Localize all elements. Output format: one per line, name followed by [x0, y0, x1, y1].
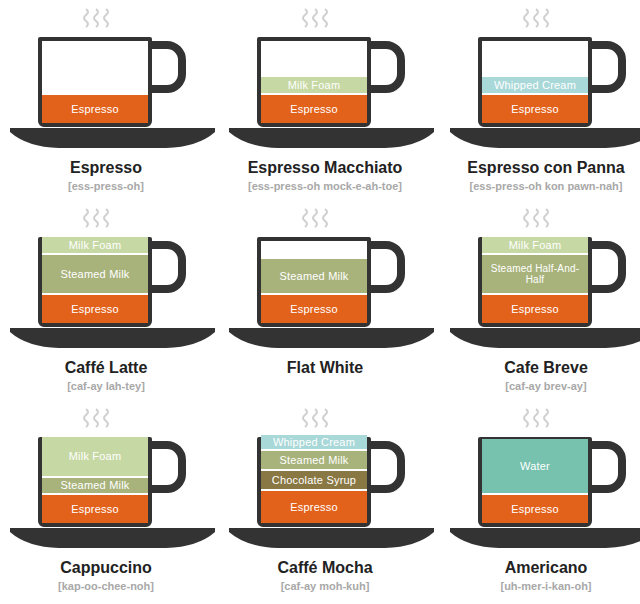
ingredient-label: Chocolate Syrup: [269, 474, 359, 487]
ingredient-label: Espresso: [68, 503, 121, 516]
ingredient-layer: Espresso: [42, 495, 148, 523]
drink-name: Espresso Macchiato: [218, 159, 432, 177]
coffee-cup: Cappuccino[kap-oo-chee-noh]EspressoSteam…: [38, 437, 152, 527]
ingredient-layer: Steamed Milk: [42, 478, 148, 493]
ingredient-layer: Steamed Milk: [42, 255, 148, 293]
ingredient-label: Whipped Cream: [270, 436, 358, 449]
ingredient-label: Espresso: [287, 103, 340, 116]
ingredient-label: Espresso: [508, 103, 561, 116]
ingredient-layer: Milk Foam: [261, 77, 367, 93]
ingredient-label: Milk Foam: [285, 79, 344, 92]
coffee-cup: Americano[uh-mer-i-kan-oh]EspressoWater: [478, 437, 592, 527]
ingredient-label: Milk Foam: [66, 450, 125, 463]
drink-name: Espresso con Panna: [439, 159, 640, 177]
coffee-cup: Espresso[ess-press-oh]Espresso: [38, 37, 152, 127]
pronunciation: [uh-mer-i-kan-oh]: [439, 580, 640, 592]
ingredient-label: Espresso: [287, 501, 340, 514]
ingredient-label: Steamed Milk: [57, 479, 132, 492]
ingredient-layer: Whipped Cream: [482, 77, 588, 93]
pronunciation: [caf-ay moh-kuh]: [218, 580, 432, 592]
coffee-cup: Flat WhiteEspressoSteamed Milk: [257, 237, 371, 327]
pronunciation: [ess-press-oh mock-e-ah-toe]: [218, 180, 432, 192]
ingredient-layer: Milk Foam: [482, 237, 588, 253]
coffee-cup: Caffé Latte[caf-ay lah-tey]EspressoSteam…: [38, 237, 152, 327]
pronunciation: [kap-oo-chee-noh]: [0, 580, 213, 592]
ingredient-layer: Espresso: [261, 95, 367, 123]
ingredient-layer: Espresso: [261, 491, 367, 523]
cup-drawing: [10, 209, 215, 348]
ingredient-layer: Whipped Cream: [261, 435, 367, 449]
ingredient-label: Espresso: [508, 303, 561, 316]
drink-name: Cafe Breve: [439, 359, 640, 377]
ingredient-label: Water: [517, 460, 553, 473]
drink-name: Caffé Mocha: [218, 559, 432, 577]
pronunciation: [ess-press-oh kon pawn-nah]: [439, 180, 640, 192]
ingredient-label: Steamed Milk: [57, 268, 132, 281]
ingredient-label: Espresso: [68, 103, 121, 116]
ingredient-label: Espresso: [68, 303, 121, 316]
pronunciation: [caf-ay lah-tey]: [0, 380, 213, 392]
ingredient-layer: Espresso: [482, 495, 588, 523]
ingredient-label: Milk Foam: [506, 239, 565, 252]
ingredient-label: Milk Foam: [66, 239, 125, 252]
coffee-cup: Cafe Breve[caf-ay brev-ay]EspressoSteame…: [478, 237, 592, 327]
ingredient-layer: Chocolate Syrup: [261, 471, 367, 489]
cup-drawing: [229, 9, 434, 148]
drink-name: Americano: [439, 559, 640, 577]
ingredient-label: Steamed Milk: [276, 270, 351, 283]
cup-drawing: [229, 409, 434, 548]
cup-drawing: [10, 409, 215, 548]
ingredient-layer: Steamed Half-And-Half: [482, 255, 588, 293]
cup-drawing: [229, 209, 434, 348]
ingredient-label: Steamed Half-And-Half: [482, 263, 588, 286]
ingredient-layer: Espresso: [261, 295, 367, 323]
cup-drawing: [10, 9, 215, 148]
coffee-cup: Caffé Mocha[caf-ay moh-kuh]EspressoChoco…: [257, 437, 371, 527]
ingredient-layer: Espresso: [482, 95, 588, 123]
cup-drawing: [450, 409, 640, 548]
coffee-cup: Espresso con Panna[ess-press-oh kon pawn…: [478, 37, 592, 127]
ingredient-label: Steamed Milk: [276, 454, 351, 467]
ingredient-layer: Steamed Milk: [261, 451, 367, 469]
ingredient-layer: Espresso: [42, 295, 148, 323]
pronunciation: [ess-press-oh]: [0, 180, 213, 192]
drink-name: Caffé Latte: [0, 359, 213, 377]
ingredient-layer: Espresso: [42, 95, 148, 123]
drink-name: Flat White: [218, 359, 432, 377]
drink-name: Espresso: [0, 159, 213, 177]
ingredient-layer: Water: [482, 439, 588, 493]
ingredient-layer: Milk Foam: [42, 237, 148, 253]
pronunciation: [caf-ay brev-ay]: [439, 380, 640, 392]
cup-drawing: [450, 209, 640, 348]
ingredient-layer: Milk Foam: [42, 437, 148, 476]
coffee-cup: Espresso Macchiato[ess-press-oh mock-e-a…: [257, 37, 371, 127]
ingredient-layer: Steamed Milk: [261, 259, 367, 293]
ingredient-label: Espresso: [508, 503, 561, 516]
drink-name: Cappuccino: [0, 559, 213, 577]
ingredient-layer: Espresso: [482, 295, 588, 323]
cup-drawing: [450, 9, 640, 148]
ingredient-label: Whipped Cream: [491, 79, 579, 92]
ingredient-label: Espresso: [287, 303, 340, 316]
